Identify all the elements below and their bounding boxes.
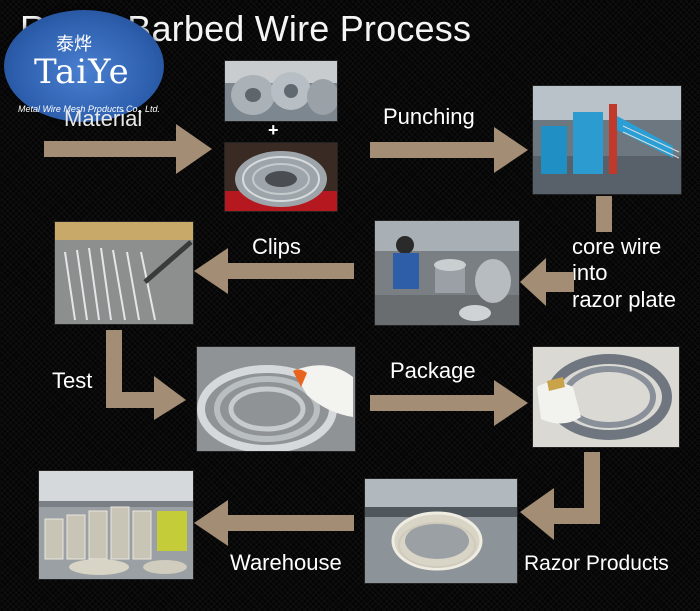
photo-package: [532, 346, 680, 448]
arrow-clips: [194, 248, 354, 294]
arrow-package: [370, 380, 528, 426]
label-punching: Punching: [383, 104, 475, 129]
photo-core-wire-machine: [374, 220, 520, 326]
arrow-warehouse: [194, 500, 354, 546]
photo-punching-machine: [532, 85, 682, 195]
label-razor-products: Razor Products: [524, 552, 669, 575]
arrow-punching: [370, 127, 528, 173]
label-test: Test: [52, 368, 93, 393]
photo-razor-products: [364, 478, 518, 584]
photo-steel-coils: [224, 60, 338, 122]
label-core-wire: core wire into razor plate: [572, 234, 676, 312]
photo-warehouse: [38, 470, 194, 580]
arrow-core-wire: [520, 258, 574, 306]
arrow-material: [44, 124, 212, 174]
label-clips: Clips: [252, 234, 301, 259]
arrow-package-to-products: [520, 452, 600, 540]
arrow-clips-to-test: [106, 330, 186, 420]
label-material: Material: [64, 106, 143, 131]
logo-chinese-text: 泰烨: [56, 34, 92, 55]
photo-test: [196, 346, 356, 452]
label-warehouse: Warehouse: [230, 550, 342, 575]
arrow-punching-down: [596, 196, 612, 232]
company-logo: 泰烨 TaiYe Metal Wire Mesh Products Co., L…: [4, 10, 164, 122]
logo-english-text: TaiYe: [34, 52, 130, 92]
photo-wire-coil: [224, 142, 338, 212]
logo-subtitle: Metal Wire Mesh Products Co., Ltd.: [18, 104, 160, 114]
plus-sign: +: [268, 120, 279, 140]
photo-clips: [54, 221, 194, 325]
label-package: Package: [390, 358, 476, 383]
